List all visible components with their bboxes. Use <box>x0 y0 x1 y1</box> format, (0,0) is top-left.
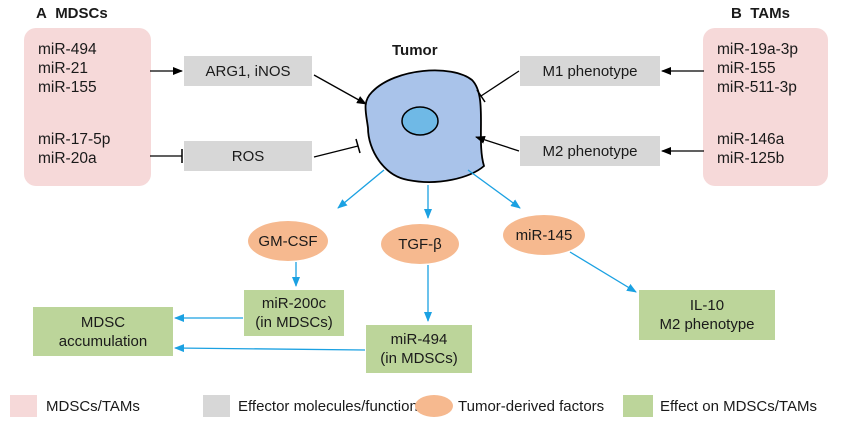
effector-ros: ROS <box>184 141 312 171</box>
effect-mdsc-accumulation-line1: MDSC <box>80 313 126 331</box>
tam-mir-box <box>703 28 828 186</box>
effector-m2-phenotype: M2 phenotype <box>520 136 660 166</box>
legend-label-effector: Effector molecules/function <box>238 398 418 415</box>
tam-mir-item: miR-511-3p <box>717 79 797 96</box>
effect-mir-494: miR-494 (in MDSCs) <box>366 325 472 373</box>
effect-mdsc-accumulation: MDSC accumulation <box>33 307 173 356</box>
panel-b-label: B TAMs <box>731 5 790 22</box>
legend-swatch-mdscs-tams <box>10 395 37 417</box>
effect-mir-200c: miR-200c (in MDSCs) <box>244 290 344 336</box>
effector-arg1-inos: ARG1, iNOS <box>184 56 312 86</box>
effect-mir-494-line1: miR-494 <box>390 331 448 348</box>
tam-mir-item: miR-19a-3p <box>717 41 798 58</box>
mdsc-mir-item: miR-21 <box>38 60 88 77</box>
legend-swatch-effect <box>623 395 653 417</box>
factor-tgf-beta: TGF-β <box>381 224 459 264</box>
arrow-mir145-to-il10 <box>569 251 637 293</box>
arrow-arg1-to-tumor <box>313 74 367 105</box>
factor-gm-csf: GM-CSF <box>248 221 328 261</box>
effect-il10-m2: IL-10 M2 phenotype <box>639 290 775 340</box>
tam-mir-item: miR-155 <box>717 60 776 77</box>
inhibit-ros-to-tumor <box>313 145 359 158</box>
panel-a-letter: A <box>36 5 47 22</box>
mdsc-mir-item: miR-494 <box>38 41 97 58</box>
mdsc-mir-item: miR-155 <box>38 79 97 96</box>
legend-label-effect: Effect on MDSCs/TAMs <box>660 398 817 415</box>
legend-swatch-effector <box>203 395 230 417</box>
panel-a-label: A MDSCs <box>36 5 108 22</box>
tumor-label: Tumor <box>392 42 438 59</box>
arrow-m2-to-tumor <box>475 135 520 152</box>
arrow-mir494-to-mdsc-acc <box>174 344 366 353</box>
inhibit-m1-to-tumor <box>480 70 520 97</box>
effector-m1-phenotype: M1 phenotype <box>520 56 660 86</box>
panel-b-title: TAMs <box>750 5 790 22</box>
mdsc-mir-list-2: miR-17-5p miR-20a <box>38 130 110 168</box>
effect-il10-line2: M2 phenotype <box>659 316 755 333</box>
mdsc-mir-list-1: miR-494 miR-21 miR-155 <box>38 40 97 97</box>
tam-mir-list-1: miR-19a-3p miR-155 miR-511-3p <box>717 40 798 97</box>
tam-mir-item: miR-146a <box>717 131 785 148</box>
effect-mdsc-accumulation-line2: accumulation <box>58 332 148 350</box>
legend-label-tumor-factors: Tumor-derived factors <box>458 398 605 415</box>
tam-mir-list-2: miR-146a miR-125b <box>717 130 784 168</box>
mdsc-mir-box <box>24 28 151 186</box>
panel-b-letter: B <box>731 5 742 22</box>
effect-mir-200c-line1: miR-200c <box>261 295 327 312</box>
factor-mir-145: miR-145 <box>503 215 585 255</box>
mdsc-mir-item: miR-20a <box>38 150 97 167</box>
tumor-nucleus <box>401 106 439 136</box>
arrow-tumor-to-mir145 <box>467 169 521 209</box>
effect-mir-200c-line2: (in MDSCs) <box>255 314 333 331</box>
effect-il10-line1: IL-10 <box>689 297 725 314</box>
mdsc-mir-item: miR-17-5p <box>38 131 111 148</box>
legend-label-mdscs-tams: MDSCs/TAMs <box>46 398 140 415</box>
tam-mir-item: miR-125b <box>717 150 785 167</box>
arrow-tumor-to-gmcsf <box>337 169 385 209</box>
legend-swatch-tumor-factors <box>415 395 453 417</box>
effect-mir-494-line2: (in MDSCs) <box>380 350 458 367</box>
panel-a-title: MDSCs <box>55 5 108 22</box>
